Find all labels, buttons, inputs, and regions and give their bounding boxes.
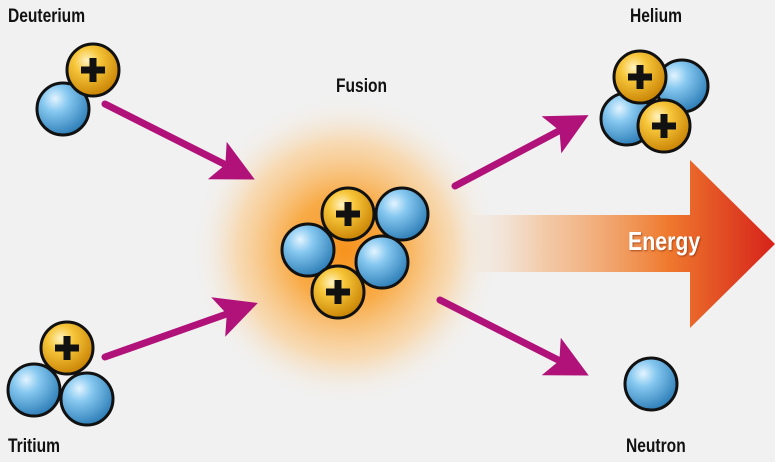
- proton-icon: [310, 264, 366, 320]
- fusion-glow: [190, 95, 500, 405]
- neutron-icon: [354, 234, 410, 290]
- neutron-icon: [6, 362, 62, 418]
- proton-icon: [636, 98, 692, 154]
- fusion-label: Fusion: [336, 76, 388, 97]
- energy-label: Energy: [628, 226, 701, 256]
- helium-nucleus: [599, 49, 710, 154]
- proton-icon: [320, 186, 376, 242]
- arrow-deuterium-to-fusion: [101, 100, 255, 180]
- tritium-nucleus: [6, 320, 115, 427]
- arrow-fusion-to-helium: [451, 115, 589, 190]
- proton-icon: [65, 42, 121, 98]
- energy-arrow: [468, 160, 775, 328]
- helium-label: Helium: [630, 6, 682, 27]
- neutron-icon: [59, 371, 115, 427]
- neutron-label: Neutron: [626, 436, 686, 457]
- proton-icon: [612, 49, 668, 105]
- deuterium-nucleus: [35, 42, 121, 137]
- free-neutron: [623, 356, 679, 412]
- arrow-fusion-to-neutron: [436, 296, 589, 376]
- neutron-icon: [374, 186, 430, 242]
- arrow-tritium-to-fusion: [101, 297, 258, 361]
- proton-icon: [39, 320, 95, 376]
- neutron-icon: [623, 356, 679, 412]
- deuterium-label: Deuterium: [8, 6, 86, 27]
- tritium-label: Tritium: [8, 436, 60, 457]
